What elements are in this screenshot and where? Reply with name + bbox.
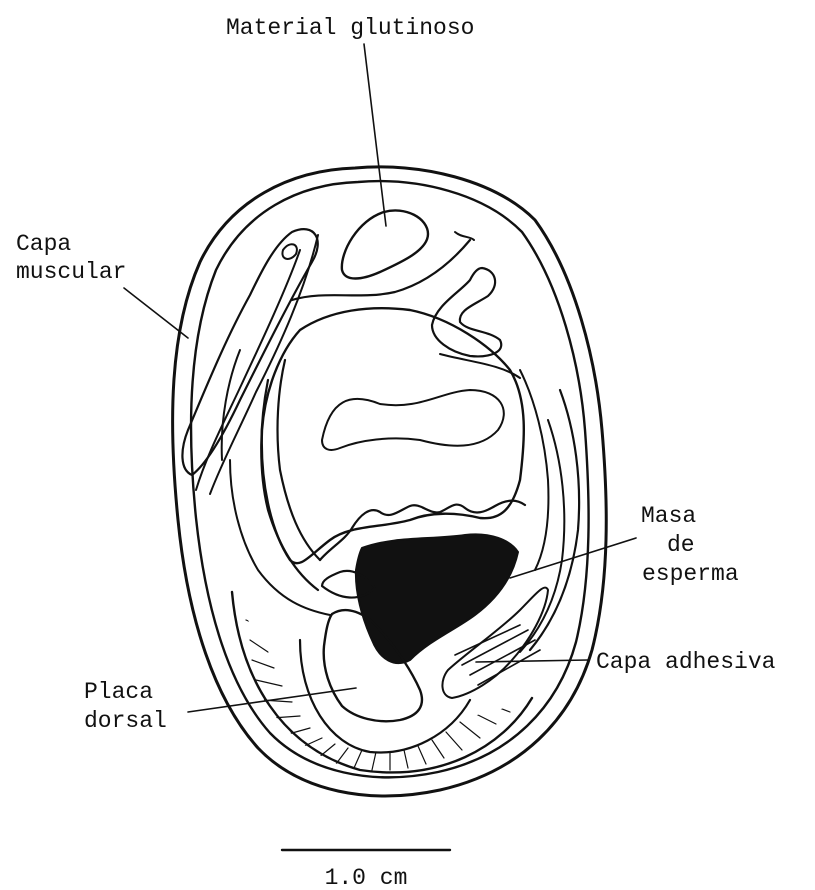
outer-wall-inner (191, 181, 589, 777)
label-placa-dorsal-line1: Placa (84, 679, 153, 705)
label-masa-esperma-line1: Masa (641, 503, 696, 529)
label-capa-muscular-line2: muscular (16, 259, 126, 285)
muscle-layer (182, 229, 317, 475)
leader-masa-esperma (510, 538, 636, 578)
label-capa-muscular-line1: Capa (16, 231, 71, 257)
label-masa-esperma-line2: de (667, 532, 695, 558)
label-capa-adhesiva: Capa adhesiva (596, 649, 776, 675)
scale-bar-label: 1.0 cm (325, 865, 408, 890)
leader-capa-muscular (124, 288, 188, 338)
label-masa-esperma-line3: esperma (642, 561, 739, 587)
right-fold-dotted (432, 268, 501, 356)
leader-material-glutinoso (364, 44, 386, 226)
sperm-mass (356, 534, 518, 663)
inner-cavity (262, 308, 524, 563)
label-placa-dorsal-line2: dorsal (84, 708, 167, 734)
label-material-glutinoso: Material glutinoso (226, 15, 474, 41)
leader-capa-adhesiva (476, 660, 588, 662)
